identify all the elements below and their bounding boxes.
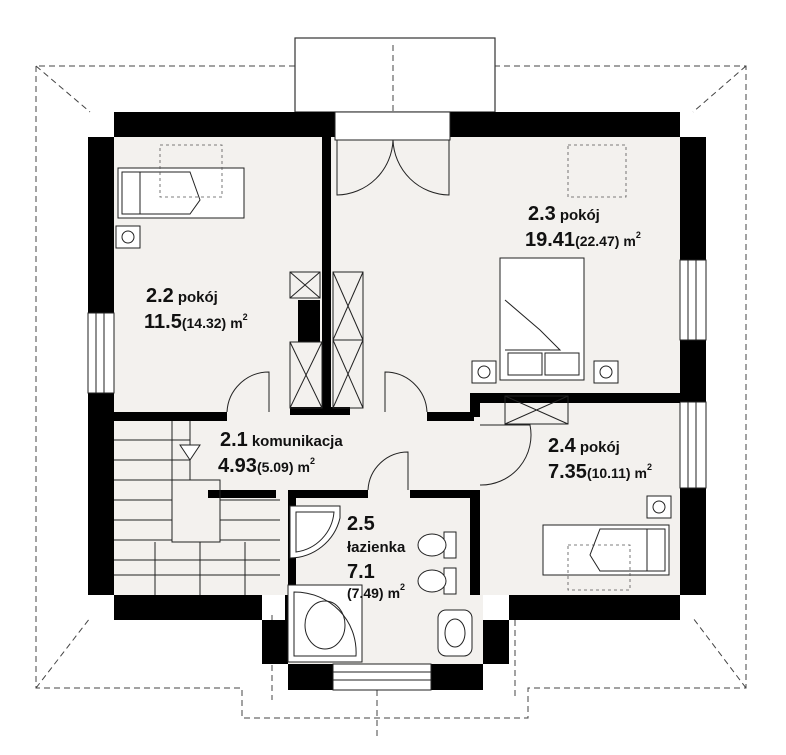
room-name: pokój: [560, 207, 600, 224]
toilet-icon: [417, 531, 457, 559]
shower-icon: [289, 505, 341, 559]
room-area-unit: m: [298, 459, 310, 475]
window-icon: [87, 259, 707, 691]
room-number: 2.1: [220, 429, 248, 451]
svg-text:19.41(22.47)m2: 19.41(22.47)m2: [525, 229, 641, 251]
room-area-unit-sup: 2: [636, 230, 641, 240]
room-area-gross: (5.09): [257, 459, 294, 475]
bed-icon: [117, 167, 670, 576]
svg-text:11.5(14.32)m2: 11.5(14.32)m2: [144, 311, 248, 333]
room-name: pokój: [178, 289, 218, 306]
room-area: 7.1: [347, 561, 375, 583]
bidet-icon: [417, 567, 457, 595]
room-name: pokój: [580, 439, 620, 456]
wardrobe-icon: [289, 271, 569, 425]
room-area: 19.41: [525, 229, 575, 251]
room-area-unit: m: [230, 315, 242, 331]
room-number: 2.5: [347, 513, 375, 535]
room-name: łazienka: [347, 539, 406, 556]
room-number: 2.4: [548, 435, 577, 457]
room-label-2-5: 2.5 łazienka 7.1 (7.49)m2: [347, 513, 406, 601]
balcony: [294, 37, 496, 113]
room-area-unit: m: [635, 465, 647, 481]
room-area-gross: (22.47): [575, 233, 619, 249]
svg-text:(7.49)m2: (7.49)m2: [347, 582, 405, 601]
room-area-unit-sup: 2: [310, 456, 315, 466]
rug-outlines: [159, 144, 631, 591]
room-area-gross: (14.32): [182, 315, 226, 331]
room-number: 2.2: [146, 285, 174, 307]
door-icon: [226, 111, 532, 491]
room-number: 2.3: [528, 203, 556, 225]
room-area: 11.5: [144, 311, 182, 333]
room-area: 7.35: [548, 461, 587, 483]
room-name: komunikacja: [252, 433, 344, 450]
room-area-unit: m: [388, 585, 400, 601]
sink-icon: [437, 609, 473, 657]
room-area-unit-sup: 2: [400, 582, 405, 592]
svg-text:7.35(10.11)m2: 7.35(10.11)m2: [548, 461, 652, 483]
room-area-unit-sup: 2: [243, 312, 248, 322]
stairs-icon: [114, 421, 280, 595]
room-area-gross: (7.49): [347, 585, 384, 601]
room-area-unit: m: [623, 233, 635, 249]
room-area-gross: (10.11): [587, 465, 631, 481]
bathtub-icon: [287, 584, 363, 663]
nightstand-icon: [115, 225, 672, 519]
room-area-unit-sup: 2: [647, 462, 652, 472]
room-area: 4.93: [218, 455, 257, 477]
svg-text:4.93(5.09)m2: 4.93(5.09)m2: [218, 455, 315, 477]
